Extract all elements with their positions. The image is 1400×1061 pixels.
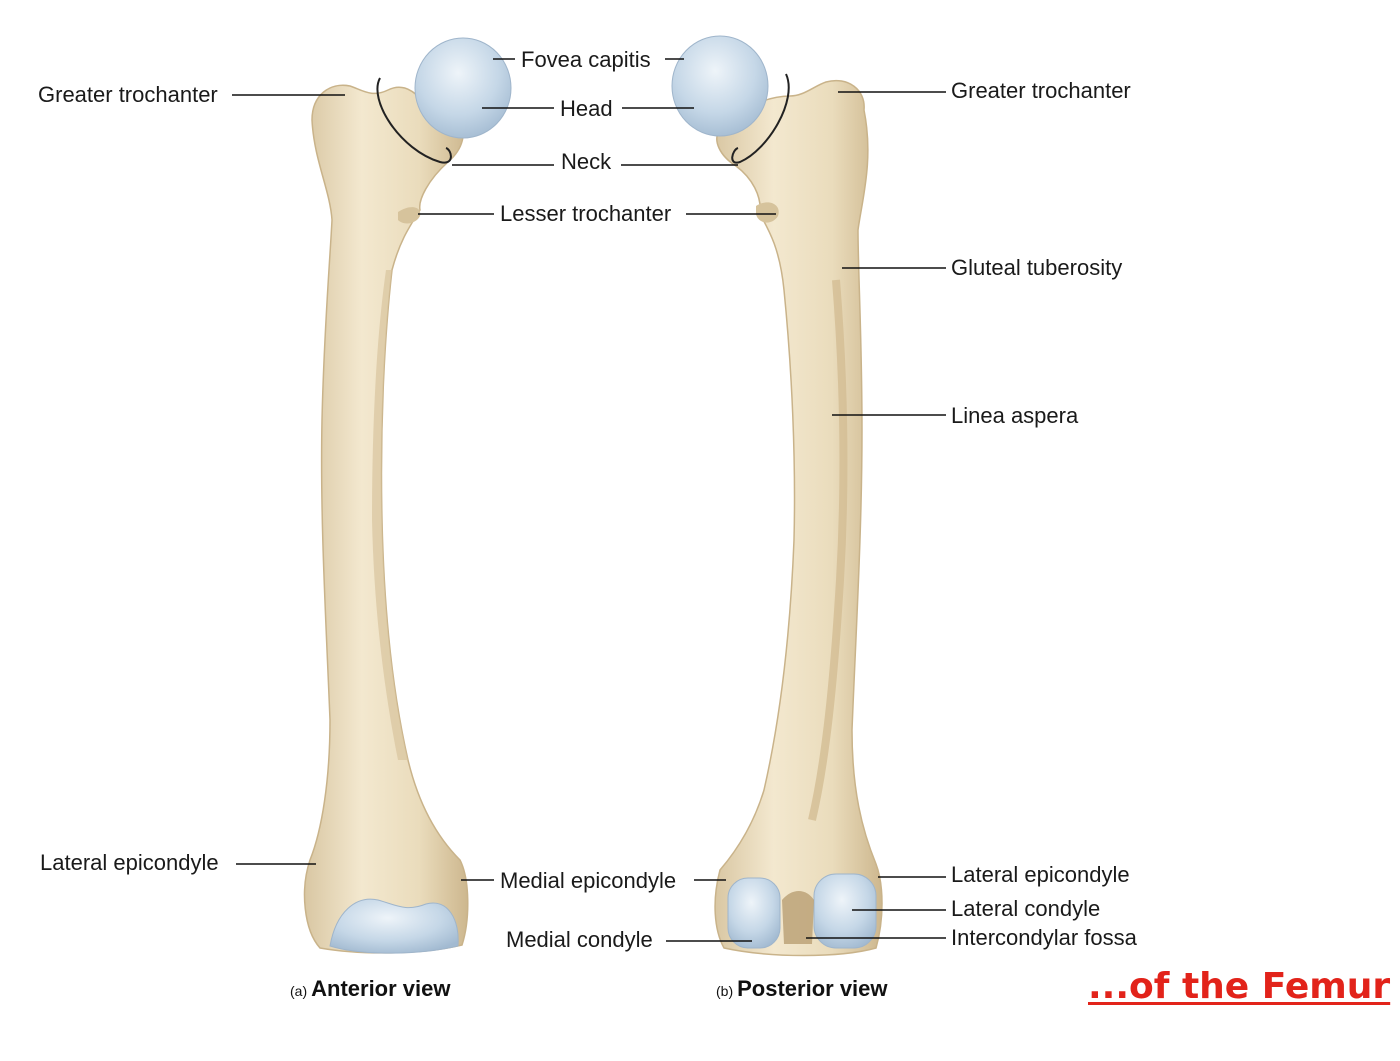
label-greater-trochanter-right: Greater trochanter: [951, 78, 1131, 103]
posterior-head: [671, 35, 769, 137]
label-intercondylar-fossa: Intercondylar fossa: [951, 925, 1137, 950]
label-lateral-condyle: Lateral condyle: [951, 896, 1101, 921]
label-lateral-epicondyle-right: Lateral epicondyle: [951, 862, 1130, 887]
anterior-head: [414, 37, 512, 139]
caption-posterior-view: Posterior view: [737, 976, 888, 1001]
posterior-linea-aspera-ridge: [808, 279, 848, 821]
anterior-neck-outline: [376, 77, 452, 164]
label-head: Head: [560, 96, 613, 121]
posterior-lesser-trochanter: [756, 202, 779, 223]
posterior-femur: [671, 35, 883, 957]
anterior-lesser-trochanter: [398, 207, 421, 224]
posterior-lateral-condyle: [813, 873, 877, 949]
slide-title: ...of the Femur: [1088, 966, 1391, 1007]
posterior-neck-outline: [731, 73, 790, 164]
caption-posterior-letter: (b): [716, 983, 734, 999]
caption-anterior: (a)Anterior view: [290, 978, 451, 1000]
label-linea-aspera: Linea aspera: [951, 403, 1079, 428]
label-medial-condyle: Medial condyle: [506, 927, 653, 952]
leader-lines: [232, 58, 946, 942]
anterior-femur-bone: [303, 84, 469, 954]
label-greater-trochanter-left: Greater trochanter: [38, 82, 218, 107]
caption-anterior-view: Anterior view: [311, 976, 451, 1001]
caption-posterior: (b)Posterior view: [716, 978, 888, 1000]
label-lesser-trochanter: Lesser trochanter: [500, 201, 672, 226]
posterior-intercondylar-fossa: [782, 891, 814, 944]
label-medial-epicondyle: Medial epicondyle: [500, 868, 677, 893]
anterior-condyle-cartilage: [329, 898, 459, 954]
caption-anterior-letter: (a): [290, 983, 308, 999]
anterior-shaft-shadow: [372, 270, 408, 760]
posterior-femur-bone: [714, 79, 883, 957]
label-fovea-capitis: Fovea capitis: [521, 47, 651, 72]
posterior-medial-condyle: [727, 877, 781, 949]
label-neck: Neck: [561, 149, 612, 174]
label-gluteal-tuberosity: Gluteal tuberosity: [951, 255, 1123, 280]
anterior-femur: [303, 37, 512, 954]
label-lateral-epicondyle-left: Lateral epicondyle: [40, 850, 219, 875]
